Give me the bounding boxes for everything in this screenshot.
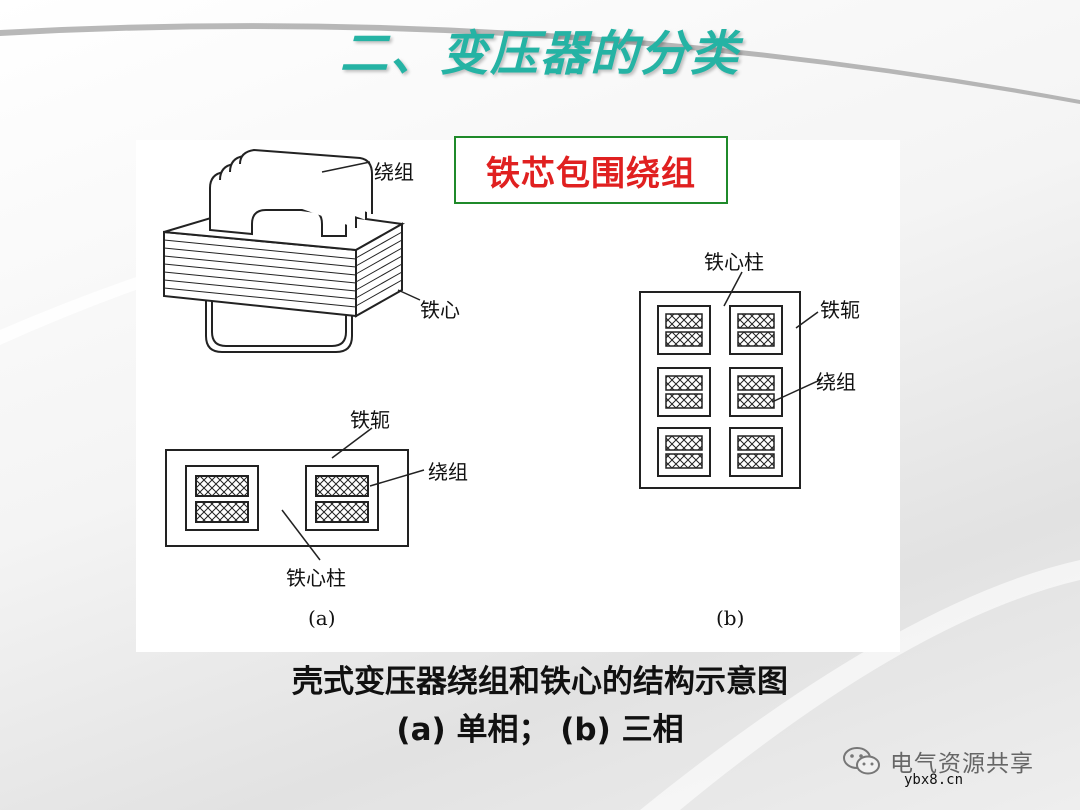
figure-panel: 绕组 铁心 铁轭 绕组 铁心柱 (a) 铁心柱 铁轭 绕组 (b) <box>136 140 900 652</box>
figure-subcaption: (a) 单相； (b) 三相 <box>396 712 684 748</box>
label-limb-a: 铁心柱 <box>286 566 346 590</box>
slide-title: 二、变压器的分类 <box>339 26 740 82</box>
caption-b: (b) <box>716 606 745 630</box>
label-core-3d: 铁心 <box>420 298 460 322</box>
transformer-diagram <box>163 148 821 561</box>
figure-caption: 壳式变压器绕组和铁心的结构示意图 <box>292 664 788 700</box>
single-phase-section <box>165 427 425 561</box>
label-yoke-a: 铁轭 <box>350 408 390 432</box>
three-phase-section <box>639 271 821 489</box>
transformer-3d-sketch <box>163 148 421 353</box>
wechat-icon <box>843 747 880 775</box>
label-limb-b: 铁心柱 <box>704 250 764 274</box>
core-surrounds-winding-badge: 铁芯包围绕组 <box>454 136 728 204</box>
label-winding-b: 绕组 <box>816 370 856 394</box>
watermark: 电气资源共享 <box>842 744 1034 778</box>
label-winding-3d: 绕组 <box>374 160 414 184</box>
caption-a: (a) <box>308 606 336 630</box>
watermark-url: ybx8.cn <box>904 772 964 788</box>
watermark-text: 电气资源共享 <box>890 751 1034 777</box>
label-winding-a: 绕组 <box>428 460 468 484</box>
label-yoke-b: 铁轭 <box>820 298 860 322</box>
